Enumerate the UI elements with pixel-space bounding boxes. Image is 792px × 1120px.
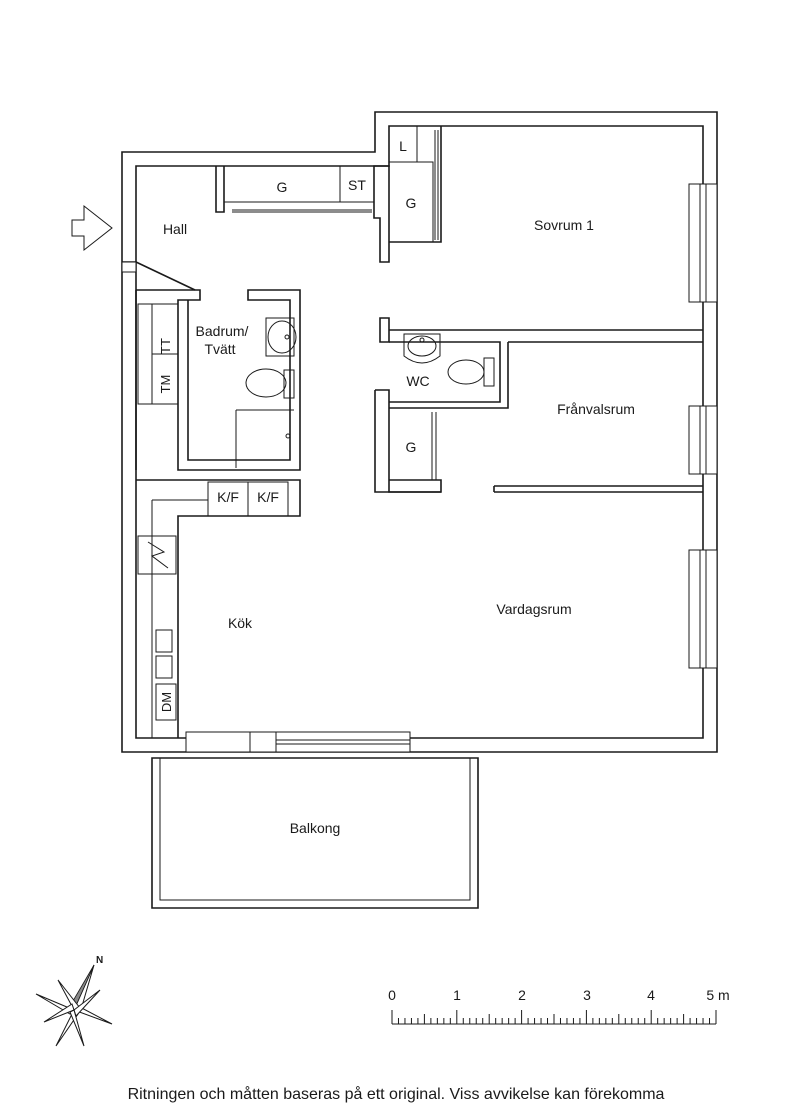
fixture-label-dm: DM: [159, 692, 174, 712]
room-label-badrum-1: Badrum/: [196, 323, 249, 339]
scale-bar: [391, 1010, 717, 1025]
hall-closets: [215, 165, 390, 263]
fixture-label-g-wc: G: [406, 439, 417, 455]
entrance-arrow-icon: [71, 204, 113, 252]
room-label-balkong: Balkong: [290, 820, 341, 836]
hall-walls: [121, 261, 301, 471]
compass-north-label: N: [96, 955, 103, 966]
fixture-label-l: L: [399, 138, 407, 154]
bedroom-closets: [388, 125, 439, 243]
room-label-vardagsrum: Vardagsrum: [496, 601, 571, 617]
interior-walls: [374, 126, 703, 493]
room-label-hall: Hall: [163, 221, 187, 237]
floor-plan: Hall Sovrum 1 Badrum/ Tvätt WC Frånvalsr…: [35, 111, 730, 1047]
room-label-kok: Kök: [228, 615, 253, 631]
scale-label-0: 0: [388, 987, 396, 1003]
fixture-label-kf-2: K/F: [257, 489, 279, 505]
balcony-door: [185, 731, 411, 753]
kitchen-fixtures: [136, 479, 301, 738]
balcony: [151, 757, 479, 909]
scale-label-5: 5 m: [706, 987, 729, 1003]
fixture-label-kf-1: K/F: [217, 489, 239, 505]
fixture-label-tm: TM: [158, 375, 173, 394]
fixture-label-tt: TT: [158, 338, 173, 354]
fixture-label-st: ST: [348, 177, 366, 193]
bathroom-fixtures: [137, 303, 297, 468]
fixture-label-g-sovrum: G: [406, 195, 417, 211]
scale-label-1: 1: [453, 987, 461, 1003]
scale-labels: 0 1 2 3 4 5 m: [388, 987, 730, 1003]
room-label-wc: WC: [406, 373, 429, 389]
compass-rose-icon: N: [35, 955, 113, 1047]
room-label-badrum-2: Tvätt: [204, 341, 235, 357]
room-label-sovrum: Sovrum 1: [534, 217, 594, 233]
scale-label-2: 2: [518, 987, 526, 1003]
windows-right: [688, 183, 718, 669]
room-label-franvalsrum: Frånvalsrum: [557, 401, 635, 417]
fixture-label-g-hall: G: [277, 179, 288, 195]
wc-fixtures: [403, 333, 495, 387]
disclaimer-text: Ritningen och måtten baseras på ett orig…: [127, 1086, 665, 1103]
scale-label-3: 3: [583, 987, 591, 1003]
scale-label-4: 4: [647, 987, 655, 1003]
outer-wall: [121, 111, 718, 753]
